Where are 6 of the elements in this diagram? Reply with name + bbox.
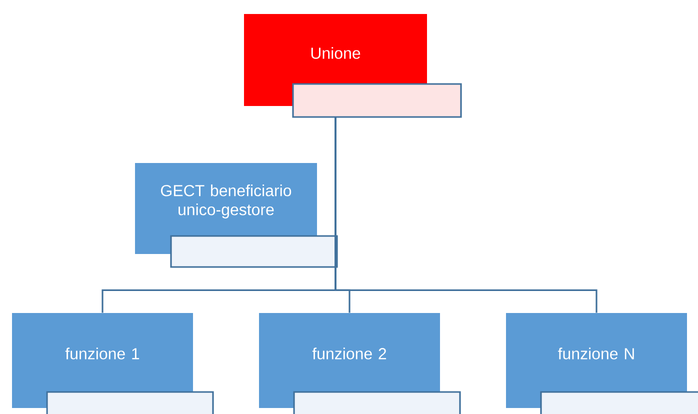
org-box: GECT beneficiario unico-gestore bbox=[135, 163, 338, 268]
org-box: funzione N bbox=[506, 313, 698, 414]
connector-line bbox=[334, 117, 598, 313]
org-box: funzione 1 bbox=[12, 313, 214, 414]
org-box: funzione 2 bbox=[259, 313, 461, 414]
org-box: Unione bbox=[244, 14, 462, 118]
